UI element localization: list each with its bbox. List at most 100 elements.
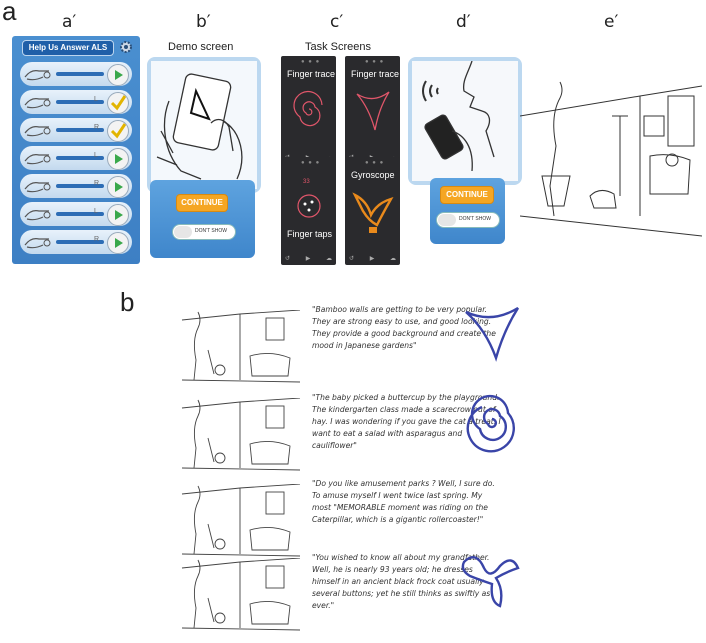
screen-title: Finger taps xyxy=(287,229,333,239)
continue-button[interactable]: CONTINUE xyxy=(440,186,494,204)
task-progress-bar xyxy=(56,128,104,132)
hand-side-label: L xyxy=(94,208,98,215)
phone-hand-icon xyxy=(24,210,51,221)
task-screen-finger-taps: ● ● ● 33 Finger taps ↺ ▶ ☁ xyxy=(281,157,336,265)
scene-drawing xyxy=(180,397,302,477)
toggle-knob xyxy=(174,226,192,238)
reading-passage: "Bamboo walls are getting to be very pop… xyxy=(312,305,496,350)
sound-hand-icon xyxy=(24,70,51,81)
page-dots: ● ● ● xyxy=(365,160,385,166)
scene-drawing xyxy=(180,557,302,637)
play-icon[interactable] xyxy=(107,232,129,254)
dont-show-label: DON'T SHOW xyxy=(195,228,227,234)
demo-illustration xyxy=(147,57,261,193)
task-progress-bar xyxy=(56,184,104,188)
tap-count: 33 xyxy=(303,179,310,185)
voice-task-illustration xyxy=(408,57,522,185)
app-title-banner: Help Us Answer ALS xyxy=(22,40,114,56)
task-progress-bar xyxy=(56,156,104,160)
trace-shape-loops xyxy=(460,550,526,621)
gyroscope-trace-shape xyxy=(352,192,394,233)
dont-show-toggle[interactable]: DON'T SHOW xyxy=(172,224,236,240)
reading-passage: "Do you like amusement parks ? Well, I s… xyxy=(312,479,495,524)
gear-icon[interactable] xyxy=(118,39,134,55)
hand-side-label: R xyxy=(94,180,100,187)
line-drawing-scene xyxy=(181,309,301,383)
screen-title: Finger trace xyxy=(287,69,336,79)
hand-side-label: R xyxy=(94,124,100,131)
line-drawing-scene xyxy=(181,483,301,557)
phone-hand-icon xyxy=(24,238,51,249)
reading-passage: "The baby picked a buttercup by the play… xyxy=(312,393,501,450)
play-icon[interactable]: ▶ xyxy=(305,256,311,262)
checkmark-icon[interactable] xyxy=(107,92,129,114)
app-home-screen: Help Us Answer ALS L R L R L R xyxy=(12,36,140,264)
task-screen-finger-trace-triangle: ● ● ● Finger trace ↺▶☁ xyxy=(345,56,400,164)
tap-hand-icon xyxy=(24,154,51,165)
demo-screen-caption: Demo screen xyxy=(168,41,234,53)
task-row[interactable]: R xyxy=(20,174,132,198)
task-progress-bar xyxy=(56,212,104,216)
task-progress-bar xyxy=(56,100,104,104)
spiral-hand-icon xyxy=(24,98,51,109)
continue-button[interactable]: CONTINUE xyxy=(176,194,228,212)
triangle-trace-shape xyxy=(356,91,390,131)
voice-controls: CONTINUE DON'T SHOW xyxy=(430,178,505,244)
play-icon[interactable] xyxy=(107,148,129,170)
panel-label-a: a xyxy=(2,0,17,26)
task-screen-gyroscope: ● ● ● Gyroscope ↺ ▶ ☁ xyxy=(345,157,400,265)
hand-side-label: L xyxy=(94,96,98,103)
checkmark-icon[interactable] xyxy=(107,120,129,142)
play-icon[interactable]: ▶ xyxy=(369,256,375,262)
panel-label-b: b xyxy=(120,287,135,317)
task-progress-bar xyxy=(56,72,104,76)
task-row[interactable] xyxy=(20,62,132,86)
screen-title: Finger trace xyxy=(351,69,400,79)
speaking-face-illustration xyxy=(412,60,518,181)
dont-show-toggle[interactable]: DON'T SHOW xyxy=(436,212,500,228)
sublabel-c-prime: c′ xyxy=(330,12,344,32)
screen-footer: ↺ ▶ ☁ xyxy=(285,255,332,262)
page-dots: ● ● ● xyxy=(301,160,321,166)
scene-drawing xyxy=(180,483,302,563)
task-progress-bar xyxy=(56,240,104,244)
play-icon[interactable] xyxy=(107,176,129,198)
hands-on-phone-illustration xyxy=(151,61,257,189)
toggle-knob xyxy=(438,214,456,226)
loops-shape xyxy=(461,556,520,608)
sublabel-b-prime: b′ xyxy=(196,12,211,32)
sublabel-e-prime: e′ xyxy=(604,12,619,32)
page-dots: ● ● ● xyxy=(301,59,321,65)
screen-title: Gyroscope xyxy=(351,170,395,180)
scene-drawing xyxy=(180,309,302,389)
page-dots: ● ● ● xyxy=(365,59,385,65)
task-row[interactable]: R xyxy=(20,118,132,142)
spiral-hand-icon xyxy=(24,126,51,137)
reading-passage: "You wished to know all about my grandfa… xyxy=(312,553,491,610)
undo-icon[interactable]: ↺ xyxy=(285,256,291,262)
hand-side-label: R xyxy=(94,236,100,243)
sublabel-d-prime: d′ xyxy=(456,12,471,32)
cookie-theft-picture xyxy=(520,81,702,237)
speech-and-trace-panel: "Bamboo walls are getting to be very pop… xyxy=(176,300,548,640)
undo-icon[interactable]: ↺ xyxy=(349,256,355,262)
triangle-shape xyxy=(465,306,520,362)
task-row[interactable]: R xyxy=(20,230,132,254)
line-drawing-scene xyxy=(181,557,301,631)
trace-shape-spiral xyxy=(460,390,526,461)
spiral-trace-shape xyxy=(293,90,323,127)
task-screens-caption: Task Screens xyxy=(305,41,372,53)
sublabel-a-prime: a′ xyxy=(62,12,77,32)
task-screen-finger-trace-spiral: ● ● ● Finger trace ↺▶☁ xyxy=(281,56,336,164)
tap-target-icon[interactable] xyxy=(296,193,322,219)
task-row[interactable]: L xyxy=(20,90,132,114)
tap-hand-icon xyxy=(24,182,51,193)
play-icon[interactable] xyxy=(107,64,129,86)
dont-show-label: DON'T SHOW xyxy=(459,216,491,222)
play-icon[interactable] xyxy=(107,204,129,226)
task-row[interactable]: L xyxy=(20,202,132,226)
cloud-icon[interactable]: ☁ xyxy=(390,256,396,262)
task-row[interactable]: L xyxy=(20,146,132,170)
cloud-icon[interactable]: ☁ xyxy=(326,256,332,262)
screen-footer: ↺ ▶ ☁ xyxy=(349,255,396,262)
